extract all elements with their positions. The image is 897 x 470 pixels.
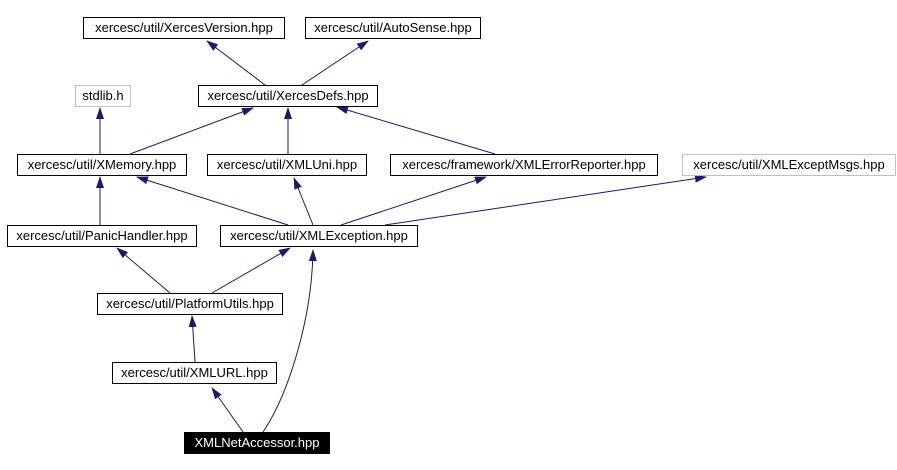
node-xercesversion[interactable]: xercesc/util/XercesVersion.hpp (83, 17, 285, 39)
node-xmlerrorreporter[interactable]: xercesc/framework/XMLErrorReporter.hpp (390, 154, 658, 176)
node-label: XMLNetAccessor.hpp (194, 435, 320, 450)
edge-xercesdefs-to-autosense (301, 40, 369, 86)
node-platformutils[interactable]: xercesc/util/PlatformUtils.hpp (97, 293, 283, 315)
node-xmlurl[interactable]: xercesc/util/XMLURL.hpp (112, 362, 277, 384)
edge-xmlexception-to-xmluni (293, 177, 314, 226)
edge-xercesdefs-to-xercesversion (206, 40, 266, 86)
node-xmlnetaccessor: XMLNetAccessor.hpp (184, 432, 330, 454)
node-xmlexceptmsgs: xercesc/util/XMLExceptMsgs.hpp (682, 154, 896, 176)
node-label: xercesc/util/AutoSense.hpp (314, 20, 472, 35)
node-label: xercesc/util/XMLUni.hpp (216, 157, 358, 172)
node-label: xercesc/util/XMLExceptMsgs.hpp (693, 157, 885, 172)
edge-platformutils-to-xmlexception (211, 247, 291, 294)
edge-xmlexception-to-xmlerrorreporter (340, 176, 487, 226)
node-label: xercesc/util/XercesDefs.hpp (207, 88, 369, 103)
edge-xmlexception-to-xmemory (136, 176, 289, 226)
node-autosense[interactable]: xercesc/util/AutoSense.hpp (305, 17, 481, 39)
node-label: xercesc/framework/XMLErrorReporter.hpp (402, 157, 646, 172)
edge-xmlurl-to-platformutils (188, 315, 197, 363)
node-stdlib: stdlib.h (75, 85, 131, 107)
node-label: xercesc/util/XMemory.hpp (27, 157, 177, 172)
node-xercesdefs[interactable]: xercesc/util/XercesDefs.hpp (198, 85, 378, 107)
edge-xmlnetaccessor-to-xmlexception (262, 249, 317, 433)
node-panichandler[interactable]: xercesc/util/PanicHandler.hpp (7, 225, 197, 247)
edge-platformutils-to-panichandler (116, 247, 171, 294)
edge-xmlexception-to-xmlexceptmsgs (384, 174, 707, 226)
node-label: xercesc/util/XMLURL.hpp (121, 365, 268, 380)
node-label: stdlib.h (82, 88, 124, 103)
node-xmemory[interactable]: xercesc/util/XMemory.hpp (17, 154, 187, 176)
node-label: xercesc/util/XercesVersion.hpp (95, 20, 273, 35)
edge-xmlnetaccessor-to-xmlurl (211, 387, 244, 433)
node-xmlexception[interactable]: xercesc/util/XMLException.hpp (220, 225, 418, 247)
node-label: xercesc/util/XMLException.hpp (230, 228, 408, 243)
edge-xmlerrorreporter-to-xercesdefs (336, 106, 496, 155)
node-xmluni[interactable]: xercesc/util/XMLUni.hpp (207, 154, 367, 176)
node-label: xercesc/util/PlatformUtils.hpp (106, 296, 274, 311)
node-label: xercesc/util/PanicHandler.hpp (16, 228, 188, 243)
edge-xmemory-to-xercesdefs (129, 107, 254, 155)
